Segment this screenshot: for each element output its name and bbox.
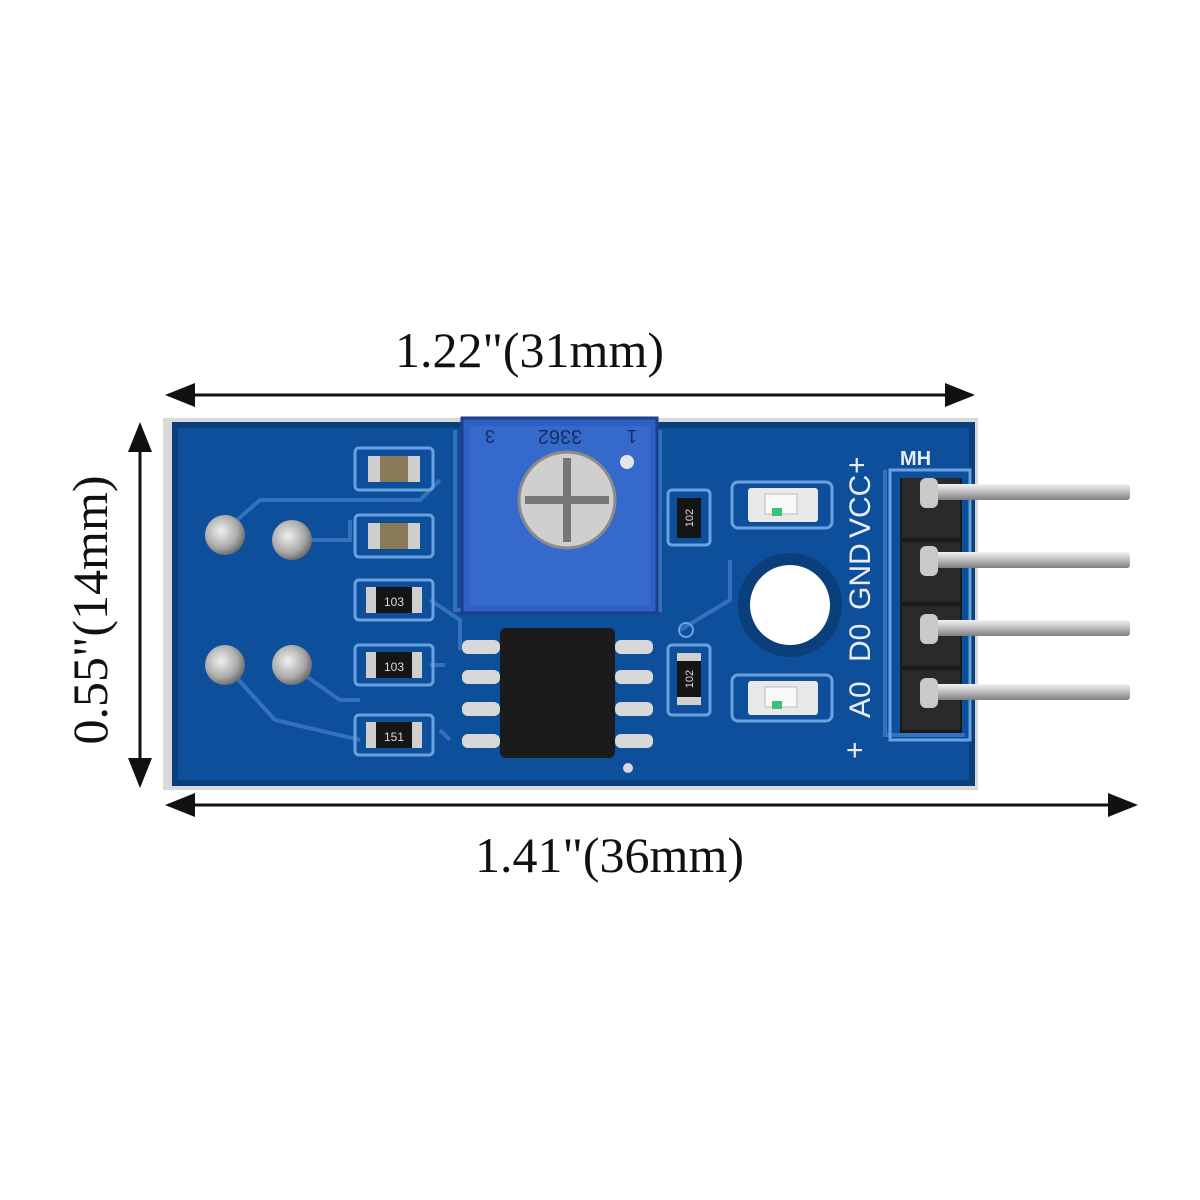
pot-pin-3-label: 3 [485, 426, 495, 446]
resistor-code-label: 102 [684, 670, 696, 688]
signal-led [730, 673, 834, 723]
pin-label-gnd: GND [844, 543, 877, 610]
pot-pin-1-label: 1 [627, 426, 637, 446]
pin-label-a0: A0 [844, 681, 877, 718]
resistor-151: 151 [353, 713, 435, 757]
resistor-102-b: 102 [666, 643, 712, 717]
resistor-102-a: 102 [666, 488, 712, 547]
resistor-code-label: 151 [384, 730, 404, 744]
capacitor [353, 513, 435, 559]
resistor-103-a: 103 [353, 578, 435, 622]
potentiometer: 3362 3 1 [460, 416, 659, 615]
mounting-hole [750, 565, 830, 645]
bottom-width-label: 1.41"(36mm) [475, 827, 744, 883]
plus-bottom-label: + [846, 734, 864, 767]
potentiometer-code: 3362 [538, 425, 583, 447]
pin-label-d0: D0 [844, 624, 877, 662]
sensor-pad [205, 645, 245, 685]
header-label: MH [900, 448, 931, 470]
comparator-ic [462, 628, 653, 773]
resistor-code-label: 103 [384, 595, 404, 609]
capacitor [353, 446, 435, 492]
sensor-pad [272, 520, 312, 560]
resistor-code-label: 103 [384, 660, 404, 674]
top-width-label: 1.22"(31mm) [395, 322, 664, 378]
power-led [730, 480, 834, 530]
sensor-pad [205, 515, 245, 555]
pin-label-vcc: VCC [844, 475, 877, 538]
resistor-103-b: 103 [353, 643, 435, 687]
plus-top-label: + [848, 449, 866, 482]
pin-labels: A0 D0 GND VCC [844, 475, 877, 718]
pin-header [900, 478, 1130, 733]
sensor-pad [272, 645, 312, 685]
resistor-code-label: 102 [684, 509, 696, 527]
